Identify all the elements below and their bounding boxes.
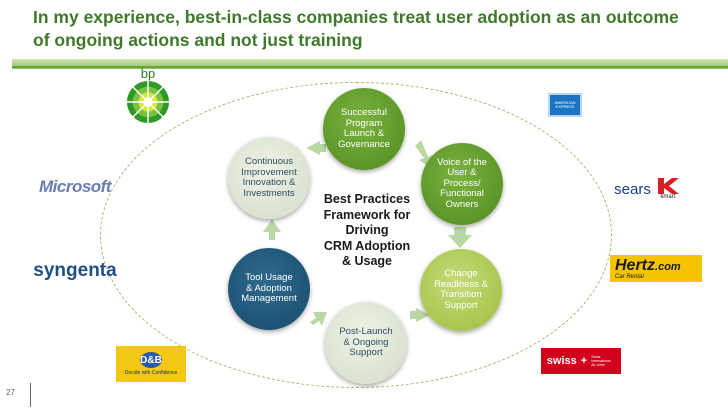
slide-number-divider xyxy=(30,383,31,407)
title-band: In my experience, best-in-class companie… xyxy=(0,0,728,60)
title-rule-accent xyxy=(12,66,728,68)
title-rule xyxy=(12,58,728,69)
logo-text: AMERICAN EXPRESS xyxy=(554,100,576,109)
center-framework-label: Best Practices Framework for Driving CRM… xyxy=(323,192,411,268)
sears-kmart-logo: sears kmart xyxy=(597,176,697,202)
kmart-mark: kmart xyxy=(656,178,680,200)
arrow-left xyxy=(263,219,281,240)
cycle-node-label: Continuous Improvement Innovation & Inve… xyxy=(241,156,297,199)
cycle-node-tool-usage: Tool Usage & Adoption Management xyxy=(228,248,310,330)
swiss-cross-icon: + xyxy=(580,355,588,367)
cycle-node-label: Successful Program Launch & Governance xyxy=(338,107,390,150)
dashed-ellipse xyxy=(100,82,612,388)
hertz-logo: Hertz .com Car Rental xyxy=(610,255,702,282)
logo-text: D&B xyxy=(140,352,162,368)
cycle-node-label: Change Readiness & Transition Support xyxy=(434,268,488,311)
cycle-node-voice-of-user: Voice of the User & Process/ Functional … xyxy=(421,143,503,225)
logo-text: Microsoft xyxy=(39,177,112,196)
slide-title: In my experience, best-in-class companie… xyxy=(33,7,679,50)
logo-text: syngenta xyxy=(33,260,117,281)
arrow-bottom-left xyxy=(310,312,327,326)
logo-tagline: Car Rental xyxy=(615,274,644,280)
logo-tagline: Decide with Confidence xyxy=(124,370,178,376)
microsoft-logo: Microsoft xyxy=(20,176,130,198)
logo-text: swiss xyxy=(546,355,577,367)
kmart-k-icon xyxy=(657,178,679,194)
arrow-top-left xyxy=(306,141,326,155)
cycle-node-label: Voice of the User & Process/ Functional … xyxy=(437,156,487,210)
arrow-right xyxy=(448,227,472,248)
american-express-logo: AMERICAN EXPRESS xyxy=(548,93,582,117)
kmart-text: kmart xyxy=(660,194,676,200)
cycle-node-post-launch-support: Post-Launch & Ongoing Support xyxy=(325,302,407,384)
bp-helios-icon xyxy=(126,80,170,124)
logo-tagline: Swiss International Air Lines xyxy=(591,355,611,367)
logo-text: Hertz xyxy=(615,257,656,274)
cycle-node-successful-program-launch: Successful Program Launch & Governance xyxy=(323,88,405,170)
logo-suffix: .com xyxy=(655,261,681,273)
slide-number: 27 xyxy=(6,388,15,397)
cycle-node-label: Tool Usage & Adoption Management xyxy=(241,272,297,305)
cycle-node-label: Post-Launch & Ongoing Support xyxy=(339,326,393,359)
swiss-logo: swiss + Swiss International Air Lines xyxy=(541,348,621,374)
cycle-node-change-readiness: Change Readiness & Transition Support xyxy=(420,249,502,331)
cycle-node-continuous-improvement: Continuous Improvement Innovation & Inve… xyxy=(228,137,310,219)
dnb-logo: D&B Decide with Confidence xyxy=(116,346,186,382)
bp-logo: bp xyxy=(118,66,178,124)
logo-text: sears xyxy=(614,180,651,198)
logo-text: bp xyxy=(140,66,156,81)
syngenta-logo: syngenta xyxy=(20,258,130,284)
arrow-bottom-right xyxy=(410,308,430,322)
hertz-wordmark: Hertz .com xyxy=(615,257,681,274)
